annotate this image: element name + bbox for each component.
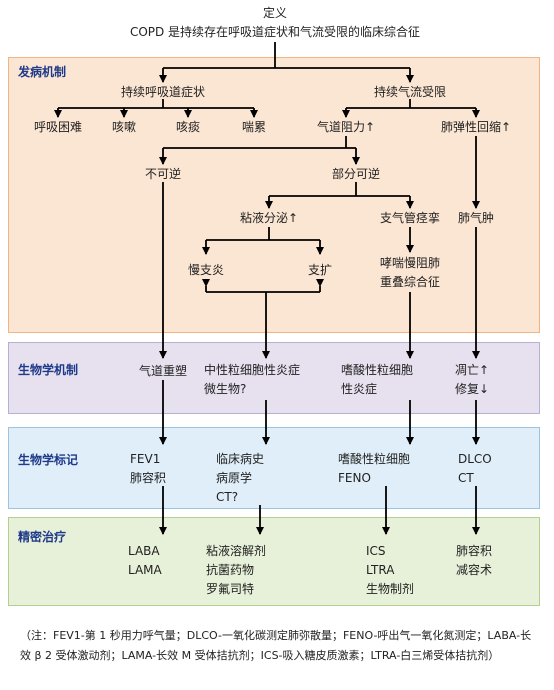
- node-eos-inflammation: 嗜酸性粒细胞 性炎症: [341, 361, 413, 399]
- mechanism-section: [8, 57, 540, 333]
- marker-dlco-line-2: CT: [458, 471, 474, 485]
- node-neutrophil: 中性粒细胞性炎症 微生物?: [204, 361, 300, 399]
- marker-eosinophil-line-1: 嗜酸性粒细胞: [338, 452, 411, 466]
- therapy-section: [8, 517, 540, 606]
- section-label-therapy: 精密治疗: [18, 530, 67, 544]
- therapy-volume-reduction-line-1: 肺容积: [456, 544, 493, 558]
- therapy-bronchodilator: LABA LAMA: [128, 542, 162, 580]
- node-recoil: 肺弹性回缩↑: [440, 120, 512, 134]
- node-remodel: 气道重塑: [138, 364, 188, 378]
- node-apoptosis-line-2: 修复↓: [455, 382, 490, 396]
- therapy-ics-line-1: ICS: [366, 544, 386, 558]
- node-dyspnea: 呼吸困难: [33, 120, 83, 134]
- marker-clinical: 临床病史 病原学 CT?: [216, 450, 264, 507]
- node-apoptosis-line-1: 凋亡↑: [455, 363, 490, 377]
- node-overlap-line-2: 重叠综合征: [379, 275, 441, 289]
- section-label-marker: 生物学标记: [18, 453, 79, 467]
- biochem-section: [8, 342, 540, 414]
- node-bronchitis: 慢支炎: [187, 263, 225, 277]
- definition-text: COPD 是持续存在呼吸道症状和气流受限的临床综合征: [129, 25, 421, 39]
- marker-lung-function-line-1: FEV1: [130, 452, 161, 466]
- node-neutrophil-line-2: 微生物?: [204, 382, 247, 396]
- therapy-ics: ICS LTRA 生物制剂: [366, 542, 414, 599]
- section-label-mechanism: 发病机制: [18, 65, 67, 79]
- node-airflow: 持续气流受限: [373, 85, 447, 99]
- marker-dlco: DLCO CT: [458, 450, 492, 488]
- node-sputum: 咳痰: [175, 120, 201, 134]
- definition-title: 定义: [262, 6, 288, 20]
- therapy-mucolytic-line-3: 罗氟司特: [206, 582, 255, 596]
- therapy-volume-reduction: 肺容积 减容术: [456, 542, 492, 580]
- marker-section: [8, 427, 540, 509]
- therapy-volume-reduction-line-2: 减容术: [456, 563, 493, 577]
- therapy-bronchodilator-line-1: LABA: [128, 544, 160, 558]
- node-eos-inflammation-line-2: 性炎症: [341, 382, 378, 396]
- node-eos-inflammation-line-1: 嗜酸性粒细胞: [341, 363, 414, 377]
- node-neutrophil-line-1: 中性粒细胞性炎症: [204, 363, 301, 377]
- node-overlap-line-1: 哮喘慢阻肺: [379, 256, 441, 270]
- node-resistance: 气道阻力↑: [316, 120, 376, 134]
- marker-clinical-line-1: 临床病史: [216, 452, 265, 466]
- marker-clinical-line-2: 病原学: [216, 471, 253, 485]
- marker-eosinophil: 嗜酸性粒细胞 FENO: [338, 450, 410, 488]
- node-partial: 部分可逆: [331, 167, 381, 181]
- therapy-mucolytic-line-2: 抗菌药物: [206, 563, 255, 577]
- node-spasm: 支气管痉挛: [379, 211, 441, 225]
- node-apoptosis: 凋亡↑ 修复↓: [455, 361, 489, 399]
- marker-dlco-line-1: DLCO: [458, 452, 492, 466]
- therapy-mucolytic: 粘液溶解剂 抗菌药物 罗氟司特: [206, 542, 266, 599]
- node-overlap: 哮喘慢阻肺 重叠综合征: [380, 254, 440, 292]
- node-bronchiectasis: 支扩: [307, 263, 333, 277]
- marker-clinical-line-3: CT?: [216, 490, 239, 504]
- node-emphysema: 肺气肿: [457, 211, 495, 225]
- node-cough: 咳嗽: [111, 120, 137, 134]
- node-irreversible: 不可逆: [144, 167, 182, 181]
- section-label-biochem: 生物学机制: [18, 363, 79, 377]
- marker-eosinophil-line-2: FENO: [338, 471, 371, 485]
- node-mucus: 粘液分泌↑: [239, 211, 299, 225]
- therapy-ics-line-3: 生物制剂: [366, 582, 415, 596]
- marker-lung-function-line-2: 肺容积: [130, 471, 167, 485]
- therapy-mucolytic-line-1: 粘液溶解剂: [206, 544, 267, 558]
- node-symptoms: 持续呼吸道症状: [120, 85, 206, 99]
- node-wheeze: 喘累: [241, 120, 267, 134]
- marker-lung-function: FEV1 肺容积: [130, 450, 166, 488]
- footnote: （注：FEV1-第 1 秒用力呼气量；DLCO-一氧化碳测定肺弥散量；FENO-…: [20, 629, 532, 662]
- therapy-bronchodilator-line-2: LAMA: [128, 563, 162, 577]
- therapy-ics-line-2: LTRA: [366, 563, 395, 577]
